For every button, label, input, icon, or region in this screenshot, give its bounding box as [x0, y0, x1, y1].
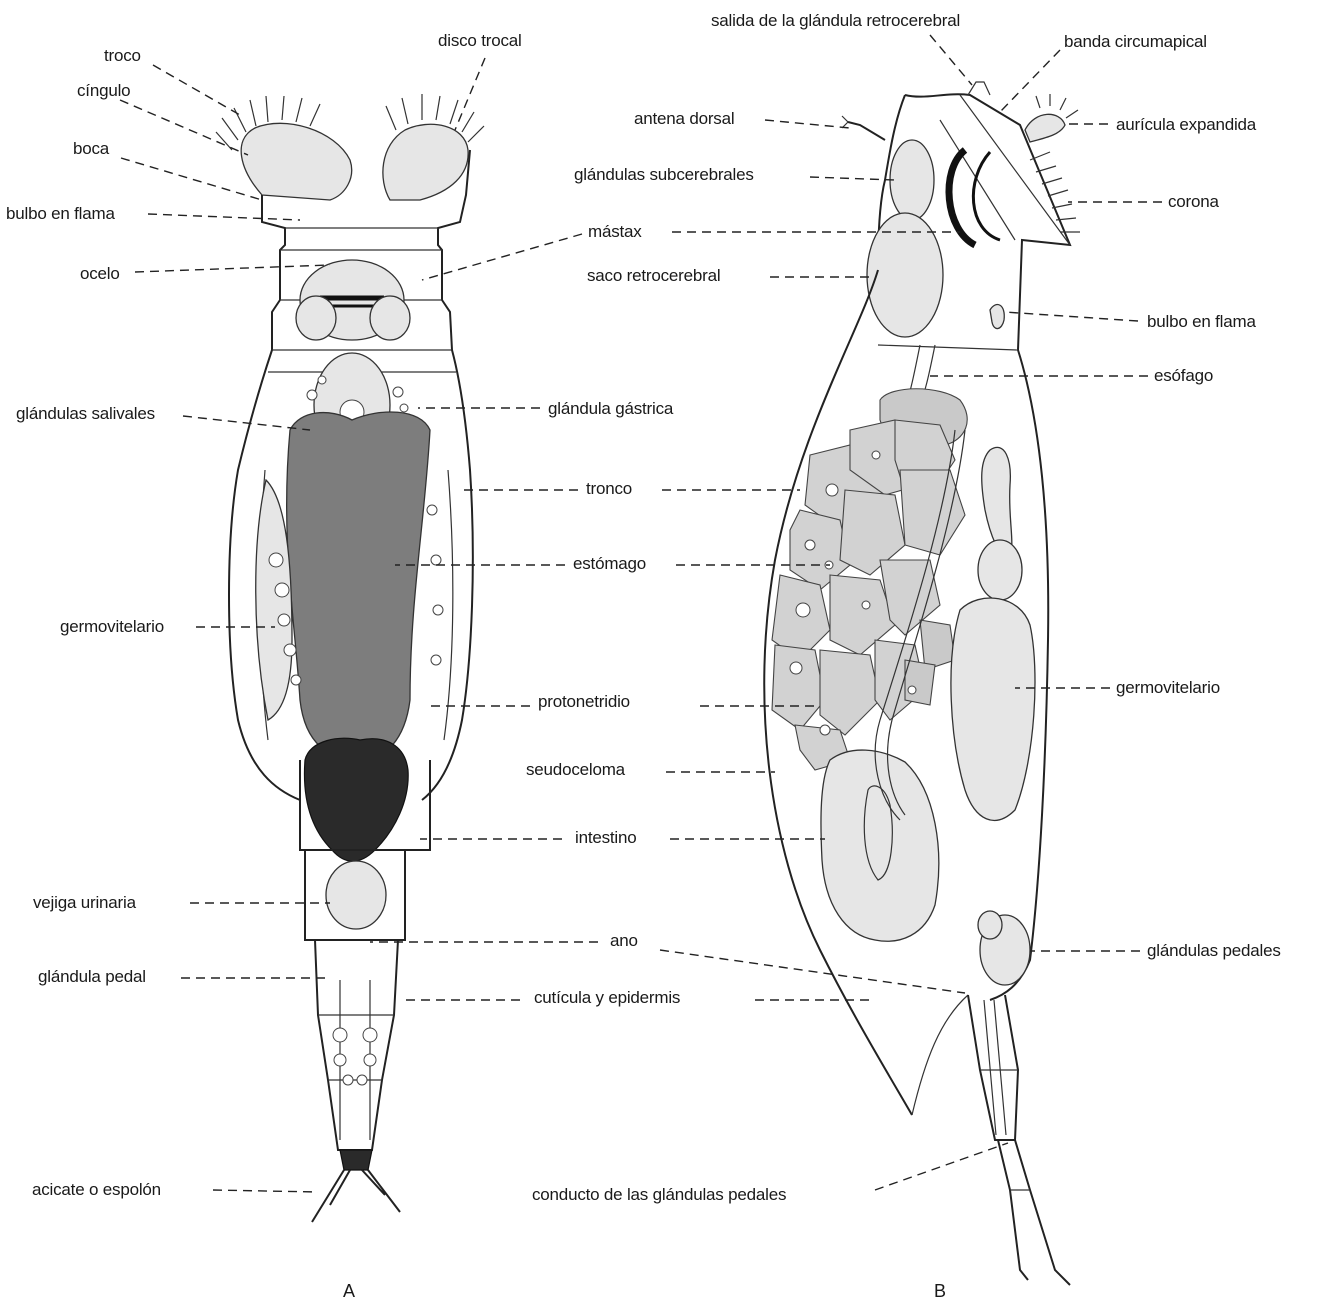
- figure-b-body: [764, 82, 1080, 1285]
- label-bulbo-en-flama-a: bulbo en flama: [6, 204, 115, 224]
- label-glandulas-subcerebrales: glándulas subcerebrales: [574, 165, 754, 185]
- caption-figure-b: B: [934, 1281, 946, 1302]
- label-boca: boca: [73, 139, 109, 159]
- label-glandulas-salivales: glándulas salivales: [16, 404, 155, 424]
- label-vejiga-urinaria: vejiga urinaria: [33, 893, 136, 913]
- label-estomago: estómago: [573, 554, 646, 574]
- label-germovitelario-b: germovitelario: [1116, 678, 1220, 698]
- label-salida-glandula-retrocerebral: salida de la glándula retrocerebral: [711, 11, 960, 31]
- label-esofago: esófago: [1154, 366, 1213, 386]
- label-acicate: acicate o espolón: [32, 1180, 161, 1200]
- label-bulbo-en-flama-b: bulbo en flama: [1147, 312, 1256, 332]
- label-protonefridio: protonetridio: [538, 692, 630, 712]
- label-auricula-expandida: aurícula expandida: [1116, 115, 1256, 135]
- label-glandula-pedal: glándula pedal: [38, 967, 146, 987]
- label-cuticula-epidermis: cutícula y epidermis: [534, 988, 680, 1008]
- label-disco-trocal: disco trocal: [438, 31, 522, 51]
- label-mastax: mástax: [588, 222, 642, 242]
- caption-figure-a: A: [343, 1281, 355, 1302]
- label-glandulas-pedales: glándulas pedales: [1147, 941, 1281, 961]
- label-saco-retrocerebral: saco retrocerebral: [587, 266, 720, 286]
- label-tronco: tronco: [586, 479, 632, 499]
- label-banda-circumapical: banda circumapical: [1064, 32, 1207, 52]
- label-ano: ano: [610, 931, 638, 951]
- label-intestino: intestino: [575, 828, 637, 848]
- label-conducto-glandulas-pedales: conducto de las glándulas pedales: [532, 1185, 786, 1205]
- label-corona: corona: [1168, 192, 1219, 212]
- label-troco: troco: [104, 46, 141, 66]
- label-glandula-gastrica: glándula gástrica: [548, 399, 673, 419]
- label-cingulo: cíngulo: [77, 81, 130, 101]
- label-antena-dorsal: antena dorsal: [634, 109, 734, 129]
- figure-a-body: [216, 94, 484, 1222]
- label-ocelo: ocelo: [80, 264, 120, 284]
- label-germovitelario-a: germovitelario: [60, 617, 164, 637]
- label-seudoceloma: seudoceloma: [526, 760, 625, 780]
